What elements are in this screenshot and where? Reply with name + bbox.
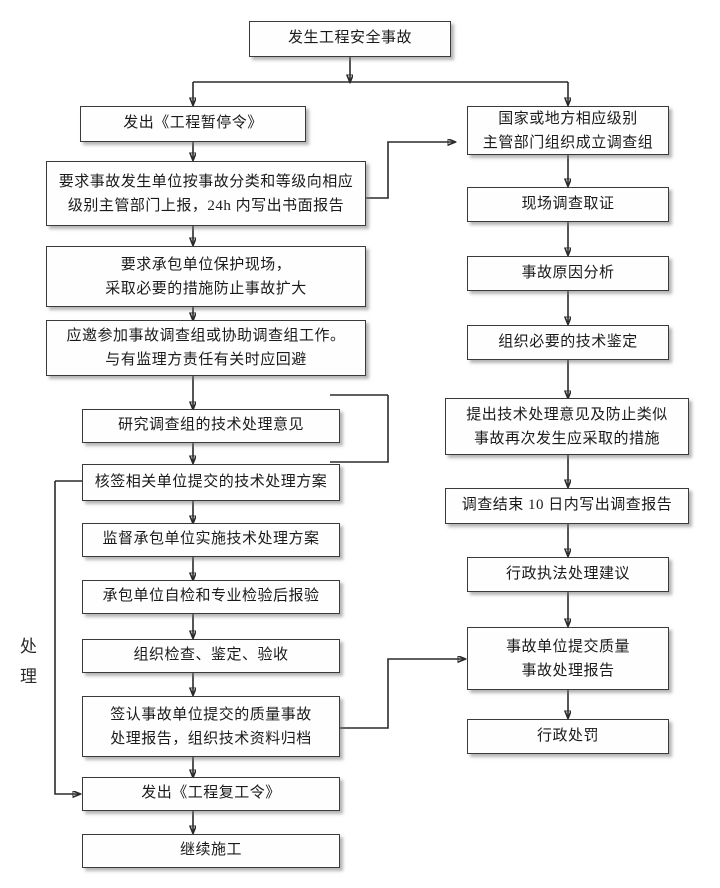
- node-propose-measures[interactable]: 提出技术处理意见及防止类似 事故再次发生应采取的措施: [445, 398, 689, 455]
- node-enforcement-advice[interactable]: 行政执法处理建议: [467, 557, 669, 592]
- node-supervise-plan[interactable]: 监督承包单位实施技术处理方案: [82, 523, 340, 557]
- link-signreport-to-unitsubmit: [340, 659, 465, 729]
- node-suspend-order[interactable]: 发出《工程暂停令》: [80, 106, 306, 142]
- link-loop-to-resume: [54, 481, 80, 794]
- node-countersign-plan[interactable]: 核签相关单位提交的技术处理方案: [82, 464, 340, 501]
- node-report-request[interactable]: 要求事故发生单位按事故分类和等级向相应 级别主管部门上报，24h 内写出书面报告: [46, 161, 366, 226]
- node-technical-appraisal[interactable]: 组织必要的技术鉴定: [467, 325, 669, 360]
- link-report-to-setupgroup: [366, 142, 455, 199]
- node-admin-penalty[interactable]: 行政处罚: [467, 719, 669, 754]
- node-accident[interactable]: 发生工程安全事故: [249, 21, 451, 57]
- node-site-investigation[interactable]: 现场调查取证: [467, 187, 669, 222]
- node-unit-submit-report[interactable]: 事故单位提交质量 事故处理报告: [467, 627, 669, 690]
- node-join-investigation[interactable]: 应邀参加事故调查组或协助调查组工作。 与有监理方责任有关时应回避: [46, 320, 366, 376]
- node-protect-site[interactable]: 要求承包单位保护现场， 采取必要的措施防止事故扩大: [46, 246, 366, 307]
- node-sign-report[interactable]: 签认事故单位提交的质量事故 处理报告，组织技术资料归档: [82, 696, 340, 757]
- node-continue-work[interactable]: 继续施工: [82, 834, 340, 868]
- node-set-up-group[interactable]: 国家或地方相应级别 主管部门组织成立调查组: [467, 106, 669, 155]
- node-organize-check[interactable]: 组织检查、鉴定、验收: [82, 639, 340, 673]
- side-label-processing: 处 理: [20, 637, 38, 686]
- node-study-opinion[interactable]: 研究调查组的技术处理意见: [82, 409, 340, 443]
- node-self-check[interactable]: 承包单位自检和专业检验后报验: [82, 580, 340, 614]
- node-cause-analysis[interactable]: 事故原因分析: [467, 256, 669, 291]
- node-resume-order[interactable]: 发出《工程复工令》: [82, 777, 340, 811]
- node-investigation-report[interactable]: 调查结束 10 日内写出调查报告: [445, 488, 689, 524]
